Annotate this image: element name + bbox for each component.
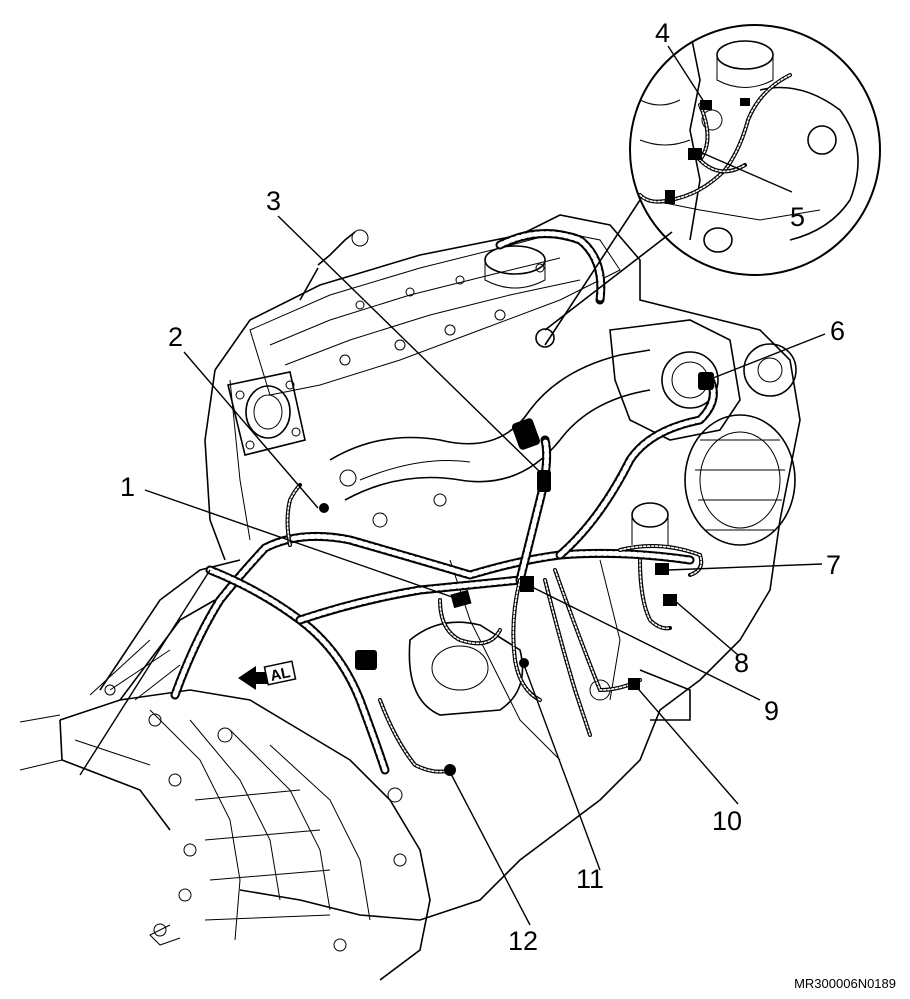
callout-5: 5 xyxy=(790,202,805,232)
callout-6: 6 xyxy=(830,316,845,346)
leader-lines xyxy=(79,45,826,926)
callout-3: 3 xyxy=(266,186,281,216)
callout-4: 4 xyxy=(655,18,670,48)
wiring-harness xyxy=(170,229,718,776)
direction-label: AL xyxy=(269,664,292,685)
callout-8: 8 xyxy=(734,648,749,678)
callout-10: 10 xyxy=(712,806,742,836)
detail-inset xyxy=(535,24,881,348)
callout-numbers: 1 2 3 4 5 6 7 8 9 10 11 12 xyxy=(120,18,845,956)
callout-2: 2 xyxy=(168,322,183,352)
callout-9: 9 xyxy=(764,696,779,726)
callout-1: 1 xyxy=(120,472,135,502)
callout-11: 11 xyxy=(576,864,604,894)
engine-drawing: AL xyxy=(19,214,801,981)
direction-arrow-al: AL xyxy=(238,660,297,690)
callout-7: 7 xyxy=(826,550,841,580)
reference-code: MR300006N0189 xyxy=(794,976,896,991)
callout-12: 12 xyxy=(508,926,538,956)
